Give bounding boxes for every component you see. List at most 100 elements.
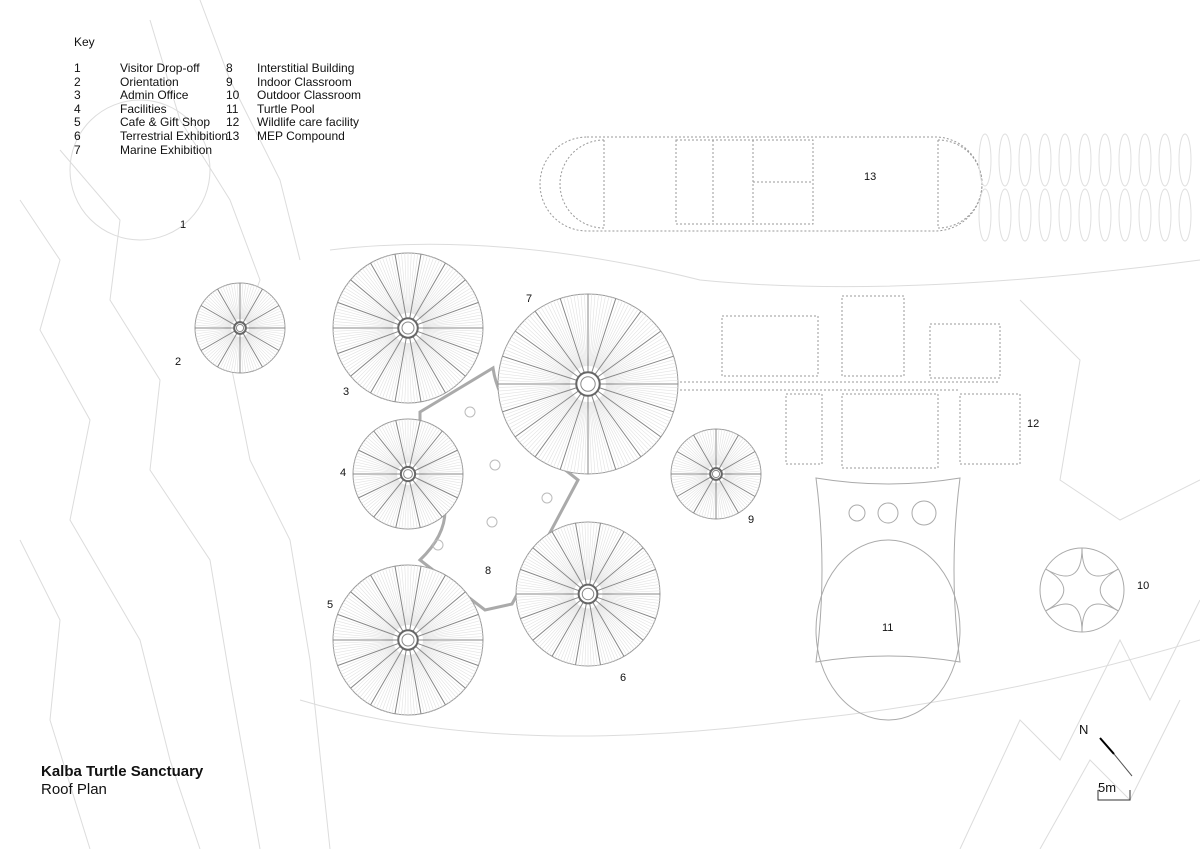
canopy [1118,188,1132,242]
key-num: 9 [226,74,233,89]
canopy [1158,133,1172,187]
canopy [998,133,1012,187]
canopy [1138,188,1152,242]
key-num: 1 [74,61,81,75]
canopy [1018,188,1032,242]
key-label: Cafe & Gift Shop [120,115,211,130]
canopy [1038,133,1052,187]
key-num: 4 [74,101,81,116]
plan-label-8: 8 [485,565,492,577]
key-num: 8 [226,61,233,75]
canopy [1098,188,1112,242]
wildlife-care-buildings [680,295,1021,469]
marine-exhibition-roof [497,293,679,475]
plan-label-9: 9 [748,514,755,526]
key-item: 12 Wildlife care facility [226,116,361,130]
key-label: Outdoor Classroom [257,88,362,103]
key-item: 3 Admin Office [74,89,228,103]
key-item: 6 Terrestrial Exhibition [74,128,229,144]
north-arrow-icon [1097,737,1133,801]
key-item: 8 Interstitial Building [226,61,361,76]
key-label: Marine Exhibition [120,142,213,157]
canopy [1018,133,1032,187]
key-num: 6 [74,128,81,143]
canopy [1118,133,1132,187]
key-list-right: 8 Interstitial Building 9 Indoor Classroom… [226,61,361,144]
canopy-edge [1045,568,1065,612]
mep-compound [539,136,983,232]
key-num: 13 [226,128,240,143]
key-label: Orientation [120,74,179,89]
key-label: Facilities [120,101,167,116]
key-num: 10 [226,88,240,103]
key-item: 5 Cafe & Gift Shop [74,116,228,130]
canopy [1158,188,1172,242]
key-item: 11 Turtle Pool [226,101,361,117]
key-item: 1 Visitor Drop-off [74,61,228,76]
plan-label-12: 12 [1027,418,1040,430]
key-list-left: 1 Visitor Drop-off 2 Orientation 3 Admin Of… [74,61,229,158]
plan-label-2: 2 [175,356,182,368]
canopy [998,188,1012,242]
key-item: 10 Outdoor Classroom [226,89,361,103]
plan-label-3: 3 [343,386,350,398]
scale-bar [1097,790,1131,801]
key-item: 4 Facilities [74,101,228,117]
cafe-gift-shop-roof [332,564,484,716]
key-label: MEP Compound [257,128,345,143]
key-label: Turtle Pool [257,101,315,116]
key-label: Admin Office [120,88,189,103]
canopy [1058,133,1072,187]
canopy [978,188,992,242]
canopy [1058,188,1072,242]
canopy [1138,133,1152,187]
canopy [1178,188,1192,242]
canopy-edge [1081,603,1119,633]
drawing-title: Kalba Turtle Sanctuary [41,763,204,780]
canopy [978,133,992,187]
plan-label-7: 7 [526,293,533,305]
key-num: 12 [226,115,240,130]
key-item: 9 Indoor Classroom [226,74,361,90]
key-num: 7 [74,142,81,157]
indoor-classroom-roof [670,428,762,520]
key-label: Visitor Drop-off [120,61,200,75]
canopy [1078,133,1092,187]
key-label: Indoor Classroom [257,74,352,89]
turtle-pool [815,477,961,721]
plan-label-4: 4 [340,467,347,479]
plan-label-1: 1 [180,219,187,231]
key-item: 13 MEP Compound [226,128,361,144]
terrestrial-exhibition-roof [515,521,661,667]
canopy [1098,133,1112,187]
key-label: Interstitial Building [257,61,355,75]
canopy-edge [1099,568,1119,612]
key-item: 7 Marine Exhibition [74,142,228,158]
plan-label-13: 13 [864,171,877,183]
canopy [1178,133,1192,187]
key-num: 2 [74,74,81,89]
facilities-roof [352,418,464,530]
scale-label: 5m [1098,780,1117,795]
plan-label-6: 6 [620,672,627,684]
drawing-subtitle: Roof Plan [41,781,107,798]
key-label: Terrestrial Exhibition [120,128,229,143]
north-label: N [1079,722,1089,737]
key-num: 3 [74,88,81,103]
admin-office-roof [332,252,484,404]
canopy [1038,188,1052,242]
canopy-edge [1045,547,1083,577]
key-label: Wildlife care facility [257,115,360,130]
outdoor-classroom [1039,547,1125,633]
orientation-roof [194,282,286,374]
plan-label-5: 5 [327,599,334,611]
key-title: Key [74,35,95,49]
parking-canopies [978,133,1192,242]
key-item: 2 Orientation [74,74,228,90]
canopy [1078,188,1092,242]
key-num: 5 [74,115,81,130]
canopy-edge [1045,603,1083,633]
key-num: 11 [226,101,239,116]
plan-label-11: 11 [882,622,894,634]
